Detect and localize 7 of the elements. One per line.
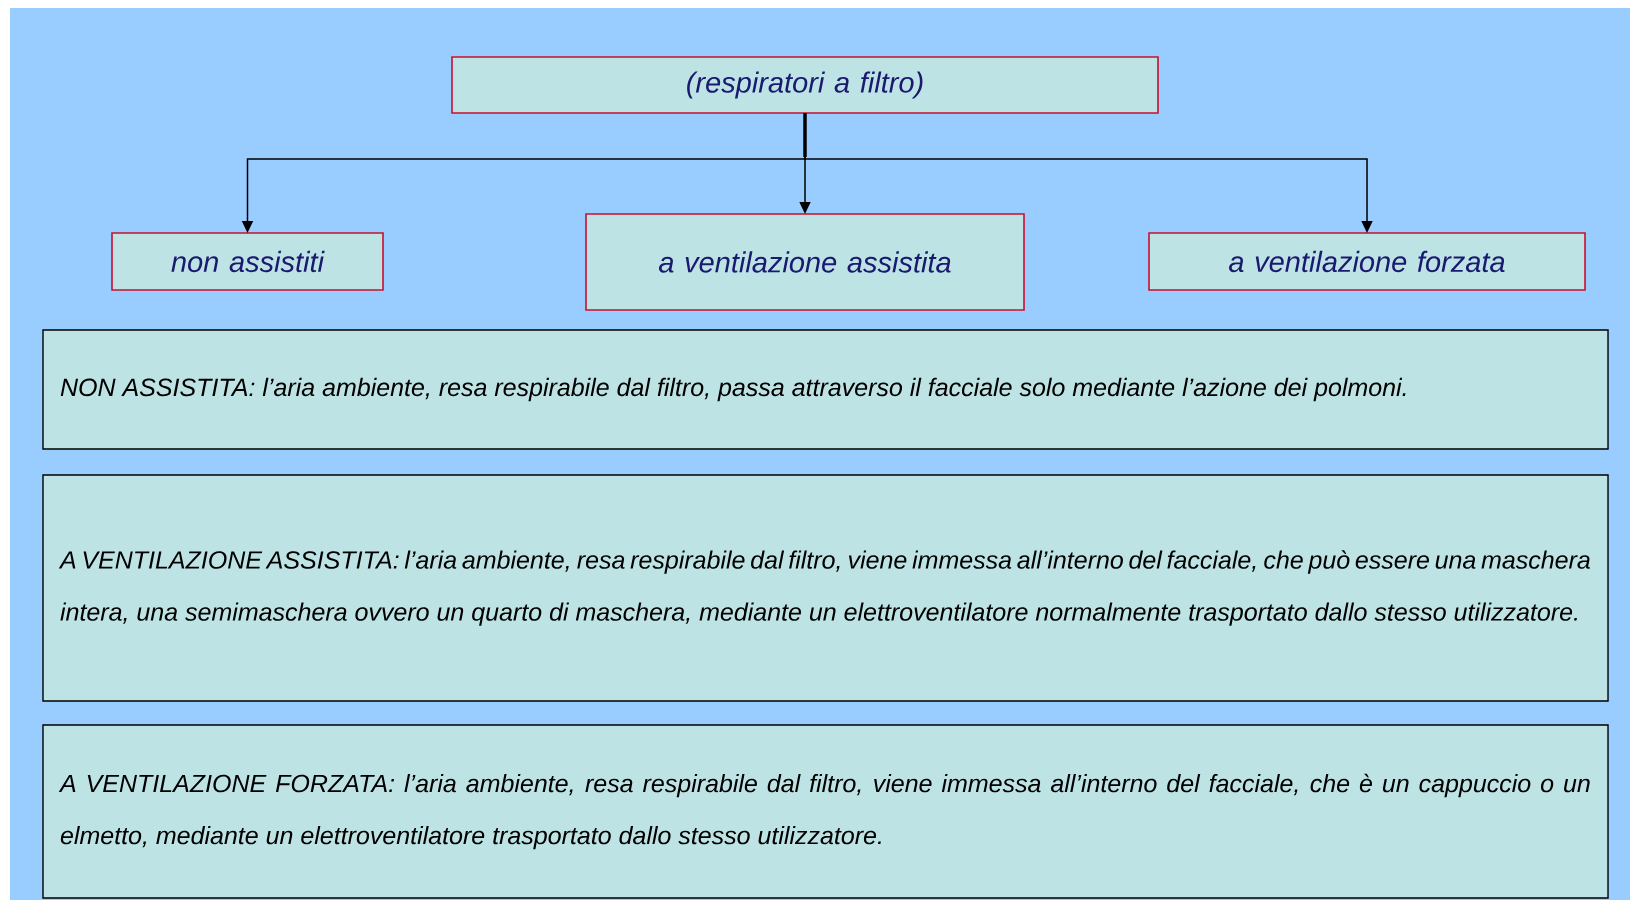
category-box: a ventilazione forzata [1148, 232, 1586, 291]
description-box: A VENTILAZIONE ASSISTITA: l’aria ambiente, resa respirabile dal filtro, viene immessa all’interno del facciale, che può essere una maschera intera, una semimaschera ovvero un quarto di maschera, mediante un elettroventilatore normalmente trasportato dallo stesso utilizzatore. [42, 474, 1609, 702]
description-box: A VENTILAZIONE FORZATA: l’aria ambiente, resa respirabile dal filtro, viene immessa all’interno del facciale, che è un cappuccio o un elmetto, mediante un elettroventilatore trasportato dallo stesso utilizzatore. [42, 724, 1609, 899]
category-box: a ventilazione assistita [585, 213, 1025, 311]
category-box: non assistiti [111, 232, 384, 291]
description-box: NON ASSISTITA: l’aria ambiente, resa respirabile dal filtro, passa attraverso il facciale solo mediante l’azione dei polmoni. [42, 329, 1609, 450]
category-box: (respiratori a filtro) [451, 56, 1159, 114]
